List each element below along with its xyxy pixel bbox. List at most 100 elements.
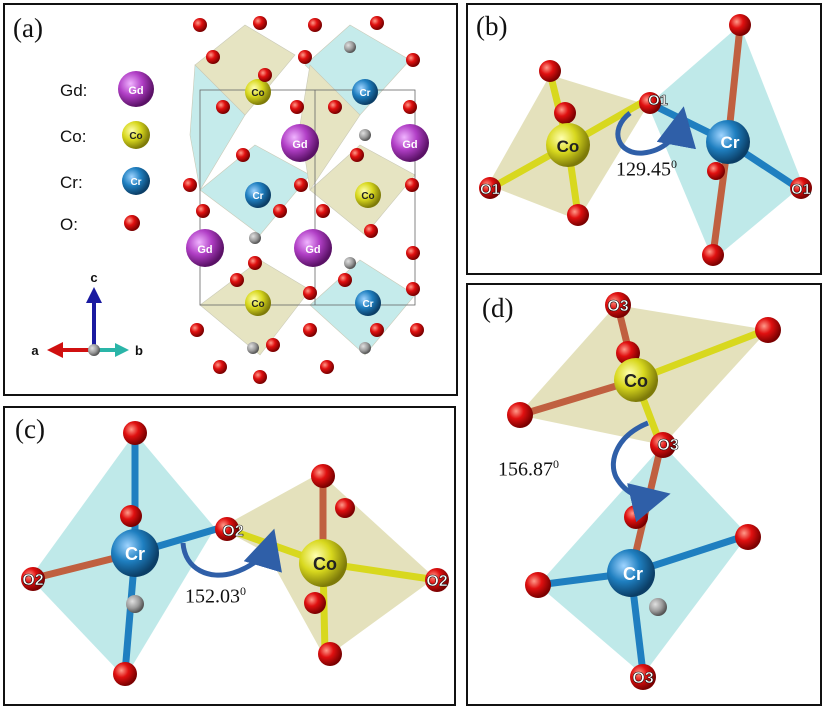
atom-o2 [215,517,239,541]
atom-o [525,572,551,598]
axis-c-head [86,287,102,303]
atom-label: Co [251,299,264,310]
atom-o [236,148,250,162]
atom-o [193,18,207,32]
atom-o [123,421,147,445]
unit-cell [199,89,416,306]
atom-label: Gd [197,244,212,256]
atom-o [273,204,287,218]
atom-o [735,524,761,550]
atom-label: Co [251,88,264,99]
atom-o3 [650,432,676,458]
panel-c: (c) Cr O2 O2 Co O2 152.030 [3,406,456,706]
atom-o [316,204,330,218]
legend-label-co: Co: [60,127,87,146]
angle-arrow-b [615,106,697,156]
atom-o1 [479,177,501,199]
atom-co [245,290,271,316]
panel-label-d: (d) [482,293,514,323]
legend-atom-gd [118,71,154,107]
atom-o [406,246,420,260]
axis-a-head [47,342,63,358]
atom-label-co: Co [624,371,648,391]
atom-o [318,642,342,666]
atom-o [507,402,533,428]
atom-background [344,41,356,53]
atom-o [755,317,781,343]
label-o1-left: O1 [480,181,500,198]
atom-o [311,464,335,488]
atom-label: Cr [359,88,370,99]
atom-background [649,598,667,616]
angle-value-d: 156.870 [498,457,559,481]
crystal-structure-a: Gd Co Cr c a b Gd Gd [31,16,429,384]
label-o2-left: O2 [22,572,43,589]
atom-cr [352,79,378,105]
atom-o [403,100,417,114]
atom-label-cr: Cr [623,564,643,584]
panel-d: (d) O3 Co O3 Cr O3 156.870 [466,283,822,706]
atom-o [206,50,220,64]
cr-o2-co-bond-c: Cr O2 O2 Co O2 [21,421,449,686]
legend-symbol-gd: Gd [128,85,143,97]
legend-atom-co [122,121,150,149]
atom-label-cr: Cr [721,133,740,152]
atom-label: Cr [362,299,373,310]
atom-label-cr: Cr [125,544,145,564]
atom-o [303,286,317,300]
atom-o [624,505,648,529]
atom-co [546,123,590,167]
atom-o [298,50,312,64]
axis-origin [88,344,100,356]
label-o2-right: O2 [426,573,447,590]
atom-o [266,338,280,352]
atom-o [183,178,197,192]
atom-background [249,232,261,244]
atom-o [350,148,364,162]
label-o2-center: O2 [222,523,243,540]
panel-a: (a) Gd: Co: Cr: O: Gd Co Cr c a b [3,3,458,396]
atom-o [729,14,751,36]
axis-b-label: b [135,343,143,358]
atom-o [290,100,304,114]
angle-arrow-d [610,420,671,523]
atom-label: Gd [402,139,417,151]
angle-value-c: 152.030 [185,584,246,608]
axis-c-label: c [90,270,97,285]
atom-gd [281,124,319,162]
atom-o [364,224,378,238]
atom-o [294,178,308,192]
atom-o [303,323,317,337]
atom-label: Gd [292,139,307,151]
atom-o2 [21,567,45,591]
atom-o [539,60,561,82]
legend-label-gd: Gd: [60,81,88,100]
atom-o [335,498,355,518]
atom-o [304,592,326,614]
label-o3-top: O3 [607,298,628,315]
atom-o [554,102,576,124]
atom-o [405,178,419,192]
atom-background [359,342,371,354]
legend-atom-o [124,215,140,231]
atom-o [190,323,204,337]
atom-o [707,162,725,180]
atom-co [299,539,347,587]
atom-co [614,358,658,402]
legend-symbol-co: Co [129,131,142,142]
legend-atom-cr [122,167,150,195]
legend-symbol-cr: Cr [130,177,141,188]
atom-gd [391,124,429,162]
panel-b: (b) Co O1 O1 Cr O1 129.450 [466,3,822,275]
atom-label: Gd [305,244,320,256]
atom-label-co: Co [557,137,580,156]
atom-background [344,257,356,269]
atom-o [328,100,342,114]
atom-cr [706,120,750,164]
atom-o2 [425,568,449,592]
atom-o [370,16,384,30]
label-o3-center: O3 [657,437,678,454]
panel-label-a: (a) [13,13,43,43]
atom-o [253,370,267,384]
atom-background [359,129,371,141]
